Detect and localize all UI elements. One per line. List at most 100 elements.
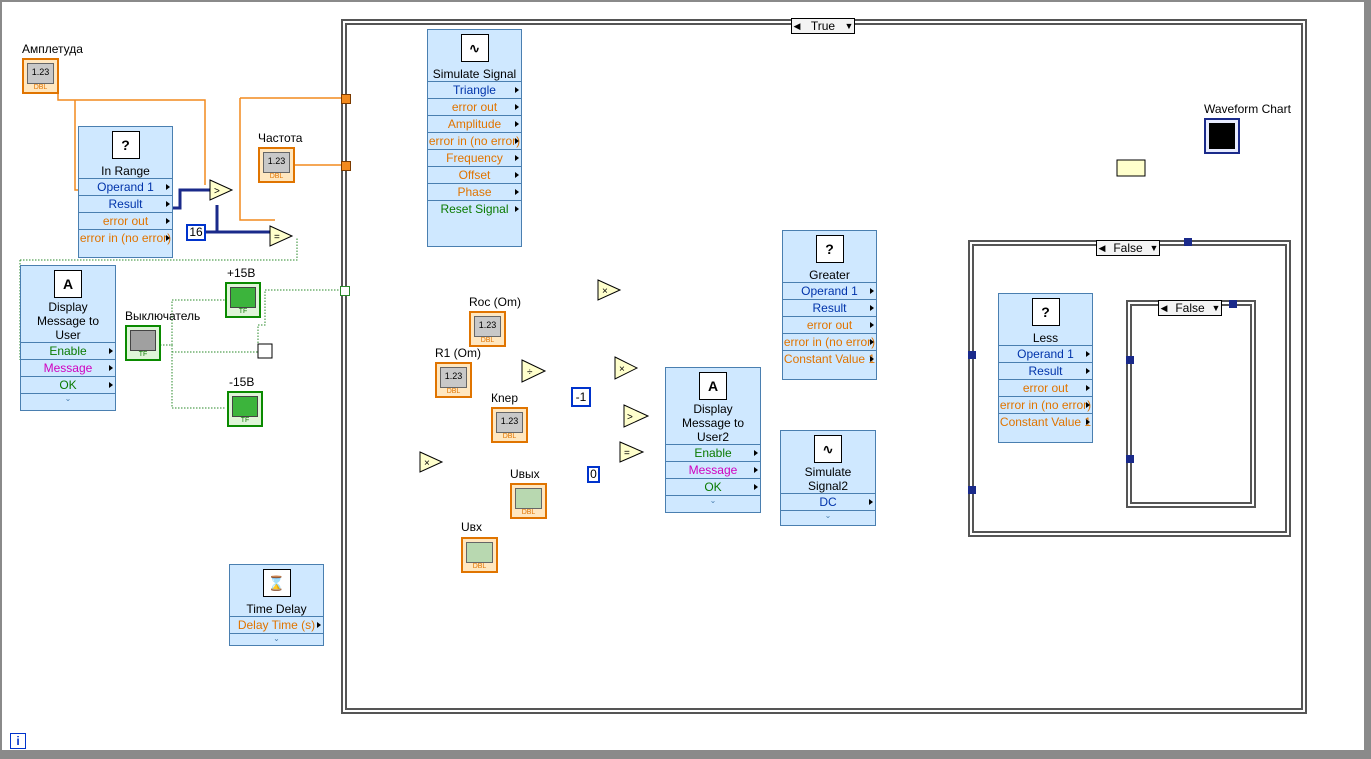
tunnel[interactable] — [1126, 455, 1134, 463]
node-terminal[interactable]: Frequency — [428, 149, 521, 166]
selector-dropdown-icon[interactable]: ▼ — [844, 21, 854, 31]
comparison-vi-icon: ? — [111, 131, 140, 159]
info-icon[interactable]: i — [10, 733, 26, 749]
tunnel[interactable] — [1126, 356, 1134, 364]
select-function[interactable] — [209, 179, 234, 201]
wire-bool-3 — [171, 345, 225, 409]
tunnel[interactable] — [341, 161, 351, 171]
selector-decrement-icon[interactable]: ◀ — [1098, 243, 1106, 253]
r1-label: R1 (Om) — [435, 346, 481, 360]
expand-chevron-icon[interactable]: ⌄ — [230, 633, 323, 644]
node-terminal[interactable]: error out — [999, 379, 1092, 396]
tunnel[interactable] — [968, 486, 976, 494]
node-terminal[interactable]: Message — [21, 359, 115, 376]
node-terminal[interactable]: Offset — [428, 166, 521, 183]
boolean-or-function[interactable] — [257, 343, 273, 359]
display-message-node[interactable]: A Display Message to User Enable Message… — [20, 265, 116, 411]
comparison-vi-icon: ? — [815, 235, 844, 263]
multiply-function[interactable] — [419, 451, 444, 473]
constant-0[interactable]: 0 — [587, 466, 600, 483]
minus15-indicator[interactable]: TF — [227, 391, 263, 427]
node-terminal[interactable]: Enable — [21, 342, 115, 359]
uin-indicator[interactable]: DBL — [461, 537, 498, 573]
tunnel[interactable] — [341, 94, 351, 104]
node-terminal[interactable]: Enable — [666, 444, 760, 461]
uin-label: Uвх — [461, 520, 483, 534]
node-terminal[interactable]: error in (no error) — [783, 333, 876, 349]
node-terminal[interactable]: Result — [999, 362, 1092, 379]
node-terminal[interactable]: Amplitude — [428, 115, 521, 132]
uout-indicator[interactable]: DBL — [510, 483, 547, 519]
op-symbol: > — [627, 412, 633, 423]
multiply-function[interactable] — [597, 279, 622, 301]
led-icon — [230, 287, 256, 308]
waveform-chart-terminal[interactable] — [1204, 118, 1240, 154]
op-symbol: = — [274, 232, 280, 243]
expand-chevron-icon[interactable]: ⌄ — [21, 393, 115, 404]
node-terminal[interactable]: Reset Signal — [428, 200, 521, 217]
greater-node[interactable]: ? Greater Operand 1 Result error out err… — [782, 230, 877, 380]
node-terminal[interactable]: Result — [79, 195, 172, 212]
node-terminal[interactable]: error out — [79, 212, 172, 229]
node-terminal[interactable]: Constant Value 1 — [999, 413, 1092, 429]
node-terminal[interactable]: OK — [21, 376, 115, 393]
led-icon — [232, 396, 258, 417]
constant-16[interactable]: 16 — [186, 224, 206, 241]
equal-function[interactable] — [619, 441, 645, 463]
op-symbol: × — [602, 286, 608, 297]
selector-dropdown-icon[interactable]: ▼ — [1149, 243, 1159, 253]
expand-chevron-icon[interactable]: ⌄ — [666, 495, 760, 506]
expand-chevron-icon[interactable]: ⌄ — [781, 510, 875, 521]
simulate-signal2-node[interactable]: ∿ Simulate Signal2 DC ⌄ — [780, 430, 876, 526]
node-terminal[interactable]: DC — [781, 493, 875, 510]
node-terminal[interactable]: error in (no error) — [79, 229, 172, 245]
wire-inrange-result — [173, 188, 210, 210]
node-terminal[interactable]: error out — [428, 98, 521, 115]
node-terminal[interactable]: error in (no error) — [428, 132, 521, 148]
switch-control[interactable]: TF — [125, 325, 161, 361]
node-terminal[interactable]: Operand 1 — [79, 178, 172, 195]
node-terminal[interactable]: Delay Time (s) — [230, 616, 323, 633]
node-terminal[interactable]: Triangle — [428, 81, 521, 98]
amplitude-control[interactable]: 1.23 DBL — [22, 58, 59, 94]
simulate-signal-node[interactable]: ∿ Simulate Signal Triangle error out Amp… — [427, 29, 522, 247]
kner-control[interactable]: 1.23 DBL — [491, 407, 528, 443]
selector-dropdown-icon[interactable]: ▼ — [1211, 303, 1221, 313]
case-selector-outer[interactable]: ◀ True ▼ — [791, 18, 855, 34]
node-terminal[interactable]: Constant Value 1 — [783, 350, 876, 366]
plus15-indicator[interactable]: TF — [225, 282, 261, 318]
constant-neg1[interactable]: -1 — [571, 387, 591, 407]
r1-control[interactable]: 1.23 DBL — [435, 362, 472, 398]
less-node[interactable]: ? Less Operand 1 Result error out error … — [998, 293, 1093, 443]
equal-function[interactable] — [269, 225, 294, 247]
node-terminal[interactable]: Operand 1 — [783, 282, 876, 299]
tunnel[interactable] — [968, 351, 976, 359]
chart-icon — [1209, 123, 1235, 149]
tunnel[interactable] — [1184, 238, 1192, 246]
node-terminal[interactable]: Result — [783, 299, 876, 316]
node-terminal[interactable]: Message — [666, 461, 760, 478]
multiply-function[interactable] — [614, 356, 639, 380]
node-terminal[interactable]: Operand 1 — [999, 345, 1092, 362]
tunnel[interactable] — [340, 286, 350, 296]
divide-function[interactable] — [521, 359, 547, 383]
node-terminal[interactable]: error in (no error) — [999, 396, 1092, 412]
greater-function[interactable] — [623, 404, 650, 428]
display-message-node-2[interactable]: A Display Message to User2 Enable Messag… — [665, 367, 761, 513]
comparison-vi-icon: ? — [1031, 298, 1060, 326]
case-selector-inner[interactable]: ◀ False ▼ — [1158, 300, 1222, 316]
wire-bool-1 — [20, 238, 298, 261]
node-terminal[interactable]: OK — [666, 478, 760, 495]
node-terminal[interactable]: Phase — [428, 183, 521, 200]
frequency-control[interactable]: 1.23 DBL — [258, 147, 295, 183]
in-range-node[interactable]: ? In Range Operand 1 Result error out er… — [78, 126, 173, 258]
bundle-function[interactable] — [1116, 159, 1146, 177]
roc-control[interactable]: 1.23 DBL — [469, 311, 506, 347]
case-selector-middle[interactable]: ◀ False ▼ — [1096, 240, 1160, 256]
time-delay-node[interactable]: ⌛ Time Delay Delay Time (s) ⌄ — [229, 564, 324, 646]
plus15-label: +15В — [227, 266, 256, 280]
selector-decrement-icon[interactable]: ◀ — [793, 21, 801, 31]
selector-decrement-icon[interactable]: ◀ — [1160, 303, 1168, 313]
tunnel[interactable] — [1229, 300, 1237, 308]
node-terminal[interactable]: error out — [783, 316, 876, 333]
